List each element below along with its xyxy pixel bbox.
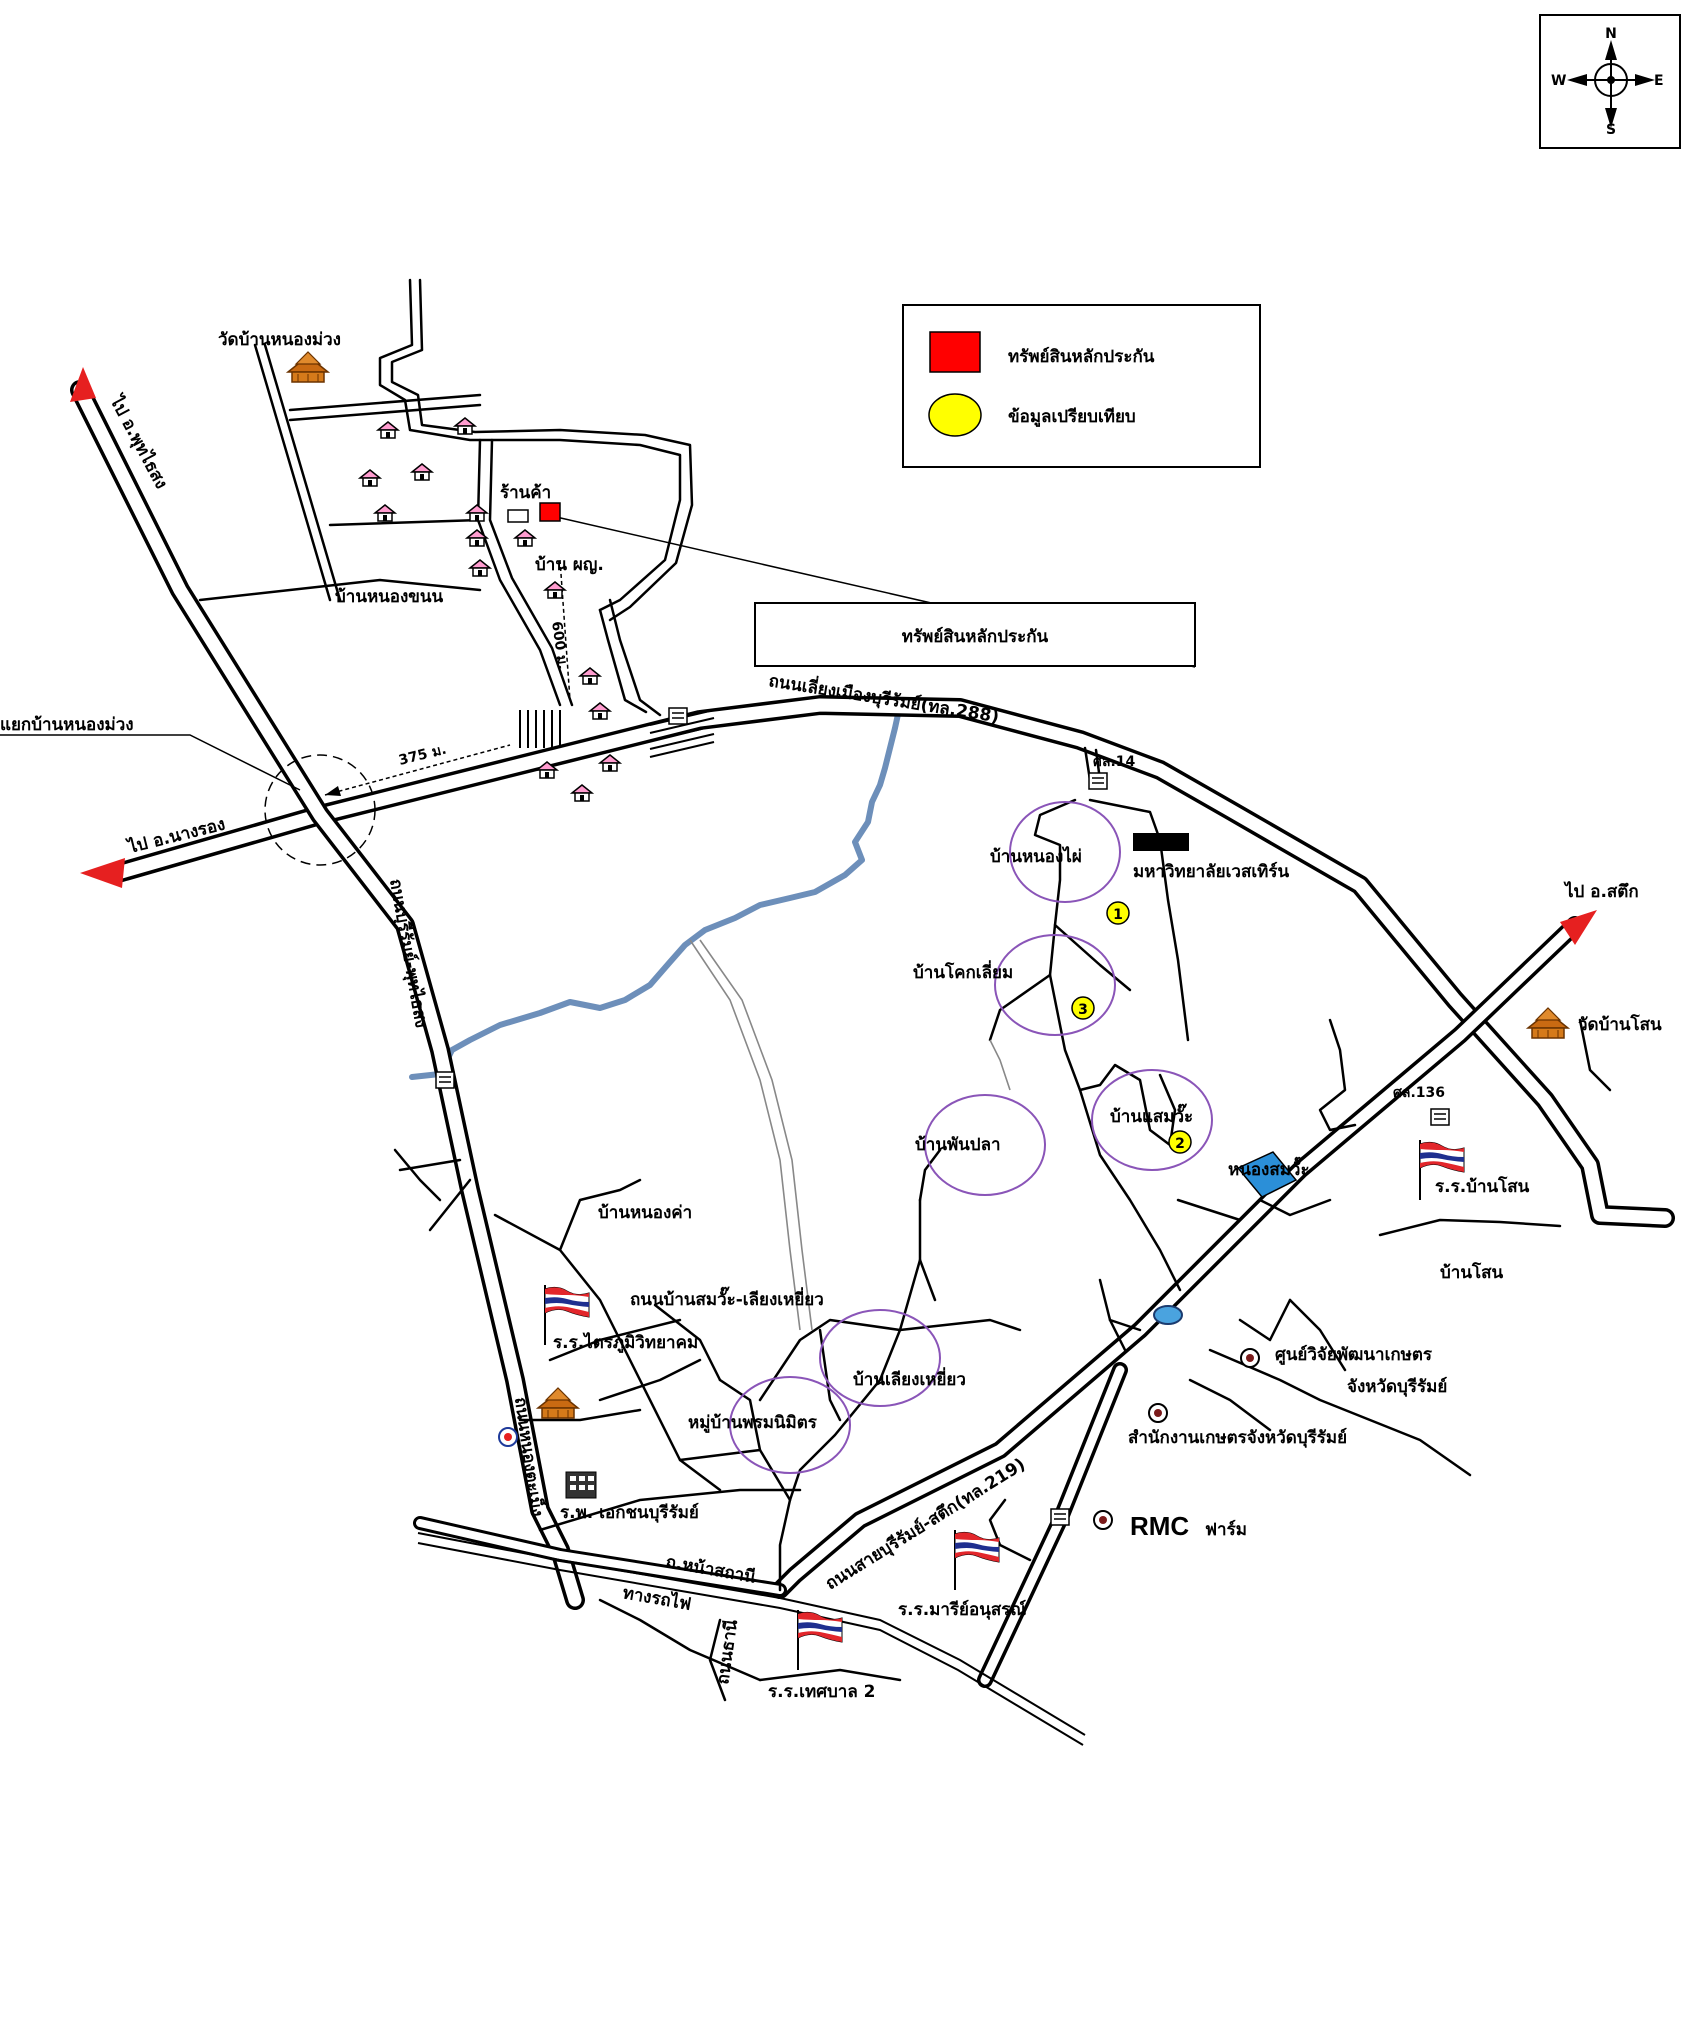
nong-samae-pond [1236,1151,1298,1198]
legend-comparison-label: ข้อมูลเปรียบเทียบ [1008,406,1136,428]
label-ban-nong-kha: บ้านหนองค่า [598,1203,692,1223]
temple-nong-muang-icon [287,351,329,383]
label-ban-liang-hiao: บ้านเลียงเหยี่ยว [853,1367,966,1390]
label-ban-nong-khanon: บ้านหนองขนน [335,587,444,607]
agri-research-icon [1240,1348,1260,1368]
road-marker-icon [1050,1508,1070,1526]
temple-phrom-icon [537,1387,579,1419]
road-marker-icon [668,707,688,725]
label-school-mary: ร.ร.มารีย์อนุสรณ์ [898,1599,1026,1620]
label-nong-samae: หนองสมวั๊ะ [1228,1156,1310,1180]
label-rmc-farm: ฟาร์ม [1205,1519,1247,1540]
agri-office-icon [1148,1403,1168,1423]
label-agri-office: สำนักงานเกษตรจังหวัดบุรีรัมย์ [1128,1427,1347,1448]
label-ban-phan-pla: บ้านพันปลา [915,1135,1001,1155]
label-agri-research-2: จังหวัดบุรีรัมย์ [1347,1376,1447,1397]
temple-ban-son-icon [1527,1007,1569,1039]
label-school-municipal-2: ร.ร.เทศบาล 2 [768,1682,876,1702]
comparison-marker-1: 1 [1106,901,1130,925]
label-temple-nong-muang: วัดบ้านหนองม่วง [218,330,341,350]
svg-text:1: 1 [1113,907,1123,923]
label-road-14: ศล.14 [1093,754,1136,770]
map-legend: ทรัพย์สินหลักประกัน ข้อมูลเปรียบเทียบ [902,304,1261,468]
label-to-satuek: ไป อ.สตึก [1563,881,1639,902]
rmc-farm-icon [1093,1510,1113,1530]
village-rings [729,801,1213,1474]
compass-west: W [1551,73,1566,89]
minor-tracks [689,939,1011,1331]
university-building [1133,833,1189,851]
comparison-marker-2: 2 [1168,1130,1192,1154]
label-shop: ร้านค้า [500,483,551,503]
arrow-to-phutthaisong [70,367,96,402]
arrow-to-nang-rong [80,858,125,888]
label-ban-khok-liam: บ้านโคกเลี่ยม [913,960,1013,983]
crosswalks [519,709,715,758]
label-ban-samae: บ้านแสมวั๊ะ [1110,1103,1193,1127]
legend-collateral-swatch [929,331,981,373]
fuel-station-icon [498,1427,518,1447]
school-mary-flag-icon [954,1529,1000,1591]
label-rmc: RMC [1130,1511,1189,1541]
main-roads [70,380,1675,1688]
label-road-buriram-phutthaisong: ถนนบุรีรัมย์-พุทไธสง [385,877,432,1029]
junction-leader [0,734,301,791]
label-school-ban-son: ร.ร.บ้านโสน [1435,1176,1530,1197]
label-road-136: ศล.136 [1393,1085,1445,1101]
dimension-lines [324,559,571,796]
secondary-roads [198,278,1612,1702]
svg-text:3: 3 [1078,1002,1088,1018]
label-temple-ban-son: วัดบ้านโสน [1578,1014,1662,1035]
callout-label: ทรัพย์สินหลักประกัน [902,626,1049,647]
collateral-property-marker [539,502,561,522]
label-road-samae-liang-hiao: ถนนบ้านสมวั๊ะ-เลียงเหยี่ยว [630,1286,824,1310]
hospital-icon [565,1471,597,1499]
compass-east: E [1654,73,1664,89]
compass-rose: N S E W [1539,14,1681,149]
river [409,702,903,1080]
svg-text:2: 2 [1175,1136,1185,1152]
label-village-phrom: หมู่บ้านพรมนิมิตร [688,1413,818,1434]
school-municipal-flag-icon [797,1609,843,1671]
label-ban-son: บ้านโสน [1440,1262,1503,1283]
label-village-head-house: บ้าน ผญ. [535,555,604,575]
compass-north: N [1605,26,1617,42]
road-marker-icon [1088,772,1108,790]
label-western-university: มหาวิทยาลัยเวสเทิร์น [1133,861,1289,882]
railway [417,1532,1086,1746]
logo-icon [1153,1305,1183,1325]
comparison-marker-3: 3 [1071,996,1095,1020]
label-junction-nong-muang: แยกบ้านหนองม่วง [0,715,134,735]
collateral-callout: ทรัพย์สินหลักประกัน [551,515,1196,668]
junction-circle [264,754,376,866]
label-road-thani: ถนนธานี [712,1618,742,1686]
label-ban-nong-phai: บ้านหนองไผ่ [990,846,1082,867]
direction-arrows [70,367,1597,945]
map-labels: วัดบ้านหนองม่วง ไป อ.พุทไธสง ร้านค้า บ้า… [0,330,1662,1702]
label-school-trai-phum: ร.ร.ไตรภูมิวิทยาคม [553,1332,698,1354]
compass-south: S [1606,122,1616,138]
label-dist-600: 600 ม. [548,620,571,670]
road-marker-icon [1430,1108,1450,1126]
shop-building [507,509,529,523]
legend-collateral-label: ทรัพย์สินหลักประกัน [1008,346,1155,367]
label-hospital: ร.พ. เอกชนบุรีรัมย์ [560,1502,699,1523]
arrow-to-satuek [1560,910,1597,945]
label-dist-375: 375 ม. [397,742,448,769]
label-agri-research-1: ศูนย์วิจัยพัฒนาเกษตร [1275,1344,1433,1366]
legend-comparison-swatch [928,393,982,437]
road-marker-icon [435,1071,455,1089]
